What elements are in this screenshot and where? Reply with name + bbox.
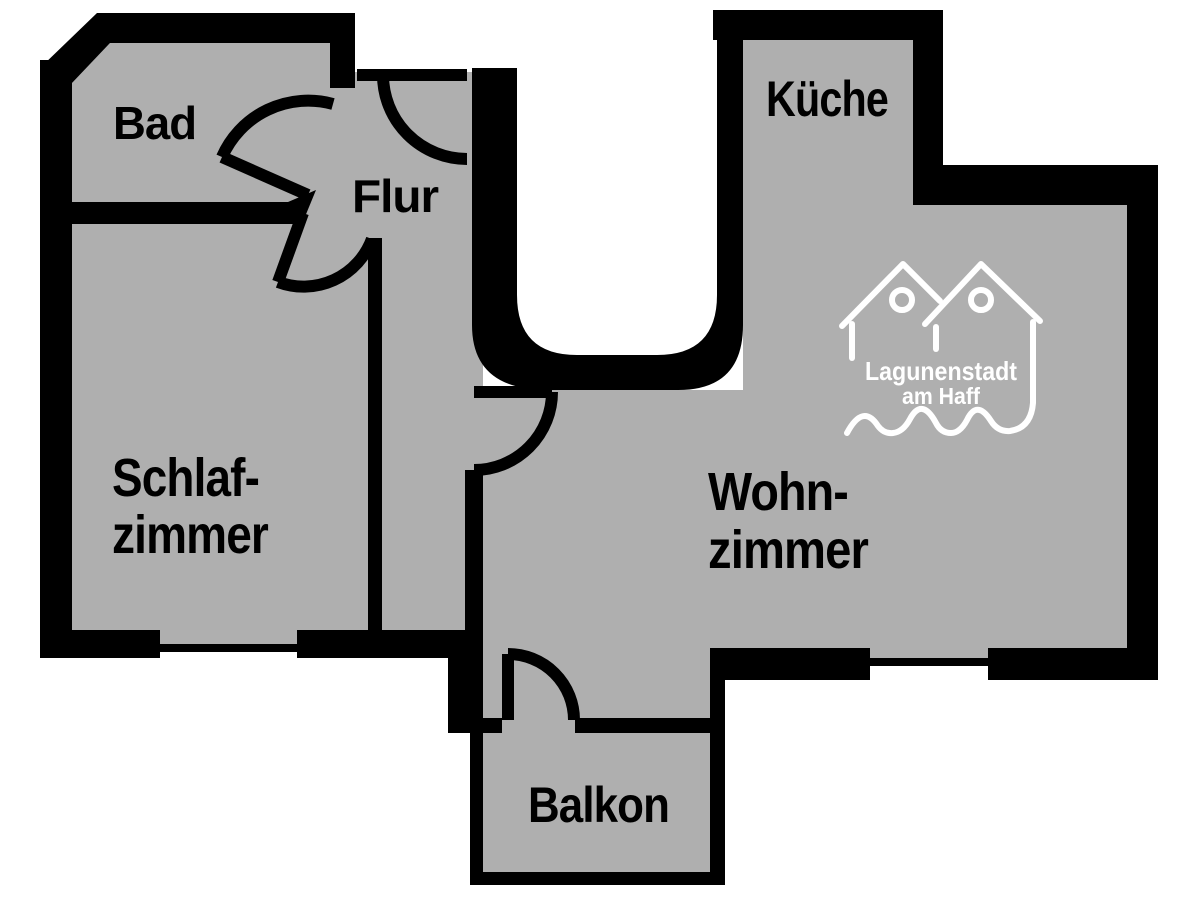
wall-balkon-top-right	[575, 718, 725, 733]
walls	[40, 10, 1158, 885]
logo-text-line2: am Haff	[902, 383, 980, 409]
balkon-door-icon	[502, 648, 580, 721]
wohnzimmer-door-icon	[473, 386, 558, 476]
house-left-roof	[839, 261, 943, 329]
bad-door-icon	[216, 94, 335, 201]
house-icon-left	[839, 261, 943, 361]
wall-bottom-wohnzimmer-right	[988, 648, 1158, 680]
bad-door-swing-arc	[216, 94, 335, 160]
wall-entrance-left-jamb	[330, 13, 355, 88]
window-wohnzimmer	[870, 658, 988, 666]
wall-top-left-block	[97, 13, 330, 43]
entrance-door-swing-arc	[377, 74, 468, 165]
wohnzimmer-label-line2: zimmer	[708, 520, 869, 580]
wall-bottom-wohnzimmer-left	[725, 648, 870, 680]
entrance-door-icon	[357, 69, 468, 165]
wall-balkon-bottom	[470, 872, 725, 885]
kueche-label: Küche	[766, 71, 888, 127]
flur-label: Flur	[352, 170, 439, 222]
window-schlafzimmer	[160, 644, 297, 652]
wall-kueche-right-upper	[913, 10, 943, 175]
wall-bottom-schlafzimmer-left	[40, 630, 160, 658]
floor-balkon	[483, 718, 712, 872]
wall-left-exterior	[40, 60, 72, 658]
schlafzimmer-label-line1: Schlaf-	[112, 448, 259, 508]
bad-door-leaf	[219, 151, 311, 201]
wall-bad-door-jamb	[288, 190, 316, 224]
wall-top-kueche	[713, 10, 943, 40]
wall-right-exterior	[1127, 165, 1158, 680]
wohnzimmer-label-line1: Wohn-	[708, 462, 848, 522]
wall-stairwell-u	[472, 10, 743, 390]
wall-balkon-right	[710, 648, 725, 885]
house-left-window-icon	[889, 287, 915, 313]
room-labels: Bad Flur Küche Schlaf- zimmer Wohn- zimm…	[112, 71, 889, 833]
wall-balkon-left	[470, 718, 483, 885]
house-icon-right	[922, 261, 1043, 352]
schlafzimmer-door-icon	[272, 210, 378, 293]
wall-flur-wohnzimmer	[465, 470, 483, 650]
house-right-roof	[922, 261, 1043, 327]
balkon-label: Balkon	[528, 777, 669, 833]
lagunenstadt-logo: Lagunenstadt am Haff	[839, 261, 1043, 437]
schlafzimmer-door-swing-arc	[275, 236, 378, 293]
wall-kueche-step-band	[913, 165, 1158, 205]
balkon-door-swing-arc	[507, 648, 580, 721]
schlafzimmer-label-line2: zimmer	[112, 505, 269, 565]
door-symbols	[216, 69, 580, 721]
bad-label: Bad	[113, 97, 196, 149]
floor-kueche-wohnzimmer	[483, 40, 1127, 718]
wave-icon	[844, 319, 1036, 437]
wall-balkon-left-chunk	[448, 637, 483, 733]
wohnzimmer-door-swing-arc	[473, 391, 558, 476]
logo-text-line1: Lagunenstadt	[865, 356, 1017, 386]
house-right-window-icon	[968, 287, 994, 313]
wall-bad-schlafzimmer	[40, 202, 288, 224]
schlafzimmer-door-leaf	[272, 210, 309, 285]
wall-flur-schlafzimmer	[368, 238, 382, 632]
room-floors	[72, 40, 1127, 872]
